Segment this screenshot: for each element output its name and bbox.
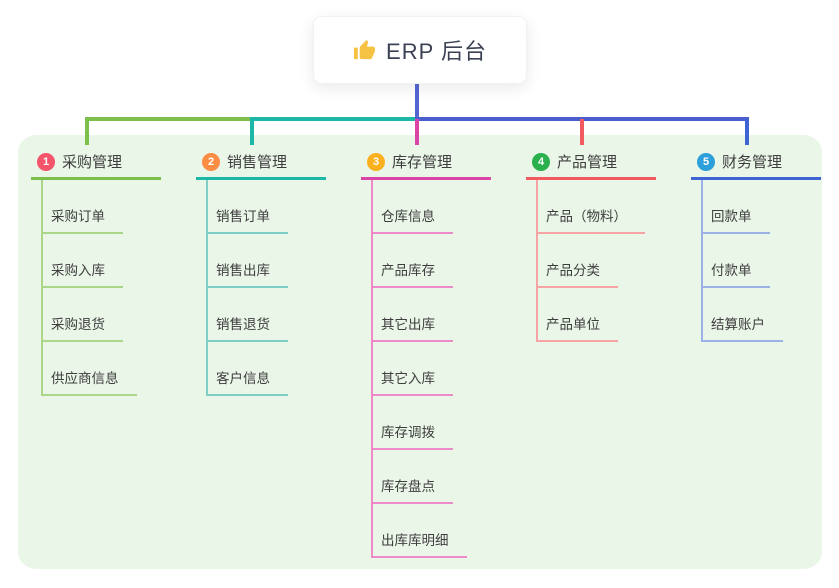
branch-1-header[interactable]: 1 采购管理 <box>31 146 161 180</box>
mindmap-node[interactable]: 库存盘点 <box>371 475 453 504</box>
child-row: 出库库明细 <box>371 504 467 558</box>
child-row: 供应商信息 <box>41 342 137 396</box>
mindmap-node[interactable]: 销售退货 <box>206 313 288 342</box>
child-row: 其它入库 <box>371 342 467 396</box>
mindmap-node[interactable]: 销售出库 <box>206 259 288 288</box>
branch-5-connector-line <box>745 119 749 145</box>
child-row: 库存盘点 <box>371 450 467 504</box>
child-row: 产品分类 <box>536 234 645 288</box>
mindmap-node[interactable]: 产品（物料） <box>536 205 645 234</box>
branch-3-header[interactable]: 3 库存管理 <box>361 146 491 180</box>
mindmap-node[interactable]: 出库库明细 <box>371 529 467 558</box>
branch-4-header[interactable]: 4 产品管理 <box>526 146 656 180</box>
child-row: 回款单 <box>701 180 783 234</box>
branch-2-children: 销售订单销售出库销售退货客户信息 <box>206 180 288 396</box>
branch-1-number-badge: 1 <box>37 152 55 171</box>
child-row: 产品（物料） <box>536 180 645 234</box>
child-row: 销售出库 <box>206 234 288 288</box>
mindmap-node[interactable]: 回款单 <box>701 205 770 234</box>
branch-5-number-badge: 5 <box>697 152 715 171</box>
branch-2-label: 销售管理 <box>227 154 288 171</box>
child-row: 客户信息 <box>206 342 288 396</box>
branch-5-header[interactable]: 5 财务管理 <box>691 146 821 180</box>
branch-4-connector-line <box>580 119 584 145</box>
mindmap-node[interactable]: 产品分类 <box>536 259 618 288</box>
branch-3-number-badge: 3 <box>367 152 385 171</box>
branch-1-children: 采购订单采购入库采购退货供应商信息 <box>41 180 137 396</box>
mindmap-node[interactable]: 采购退货 <box>41 313 123 342</box>
child-row: 采购入库 <box>41 234 137 288</box>
child-row: 销售订单 <box>206 180 288 234</box>
child-row: 产品单位 <box>536 288 645 342</box>
branch-4-label: 产品管理 <box>557 154 618 171</box>
mindmap-node[interactable]: 采购订单 <box>41 205 123 234</box>
branch-3-children: 仓库信息产品库存其它出库其它入库库存调拨库存盘点出库库明细 <box>371 180 467 558</box>
thumbs-up-icon <box>353 39 376 59</box>
child-row: 其它出库 <box>371 288 467 342</box>
branch-2-number-badge: 2 <box>202 152 220 171</box>
child-row: 产品库存 <box>371 234 467 288</box>
mindmap-node[interactable]: 产品单位 <box>536 313 618 342</box>
mindmap-node[interactable]: 客户信息 <box>206 367 288 396</box>
mindmap-node[interactable]: 其它出库 <box>371 313 453 342</box>
root-node[interactable]: ERP 后台 <box>313 16 527 84</box>
branch-3-label: 库存管理 <box>392 154 453 171</box>
child-row: 仓库信息 <box>371 180 467 234</box>
mindmap-node[interactable]: 其它入库 <box>371 367 453 396</box>
branch-3-connector-line <box>415 119 419 145</box>
root-connector-line <box>415 82 419 119</box>
branch-2-header[interactable]: 2 销售管理 <box>196 146 326 180</box>
mindmap-node[interactable]: 仓库信息 <box>371 205 453 234</box>
mindmap-node[interactable]: 付款单 <box>701 259 770 288</box>
branches-panel <box>18 135 822 569</box>
branch-2-connector-line <box>250 119 254 145</box>
branch-1-label: 采购管理 <box>62 154 123 171</box>
child-row: 库存调拨 <box>371 396 467 450</box>
mindmap-node[interactable]: 采购入库 <box>41 259 123 288</box>
child-row: 销售退货 <box>206 288 288 342</box>
mindmap-node[interactable]: 供应商信息 <box>41 367 137 396</box>
root-title: ERP 后台 <box>386 39 487 64</box>
child-row: 采购退货 <box>41 288 137 342</box>
mindmap-node[interactable]: 结算账户 <box>701 313 783 342</box>
trunk-segment <box>250 117 415 121</box>
branch-5-children: 回款单付款单结算账户 <box>701 180 783 342</box>
branch-4-number-badge: 4 <box>532 152 550 171</box>
child-row: 付款单 <box>701 234 783 288</box>
child-row: 采购订单 <box>41 180 137 234</box>
mindmap-node[interactable]: 销售订单 <box>206 205 288 234</box>
mindmap-node[interactable]: 库存调拨 <box>371 421 453 450</box>
mindmap-node[interactable]: 产品库存 <box>371 259 453 288</box>
branch-1-connector-line <box>85 119 89 145</box>
branch-4-children: 产品（物料） 产品分类产品单位 <box>536 180 645 342</box>
child-row: 结算账户 <box>701 288 783 342</box>
branch-5-label: 财务管理 <box>722 154 783 171</box>
trunk-segment <box>85 117 250 121</box>
